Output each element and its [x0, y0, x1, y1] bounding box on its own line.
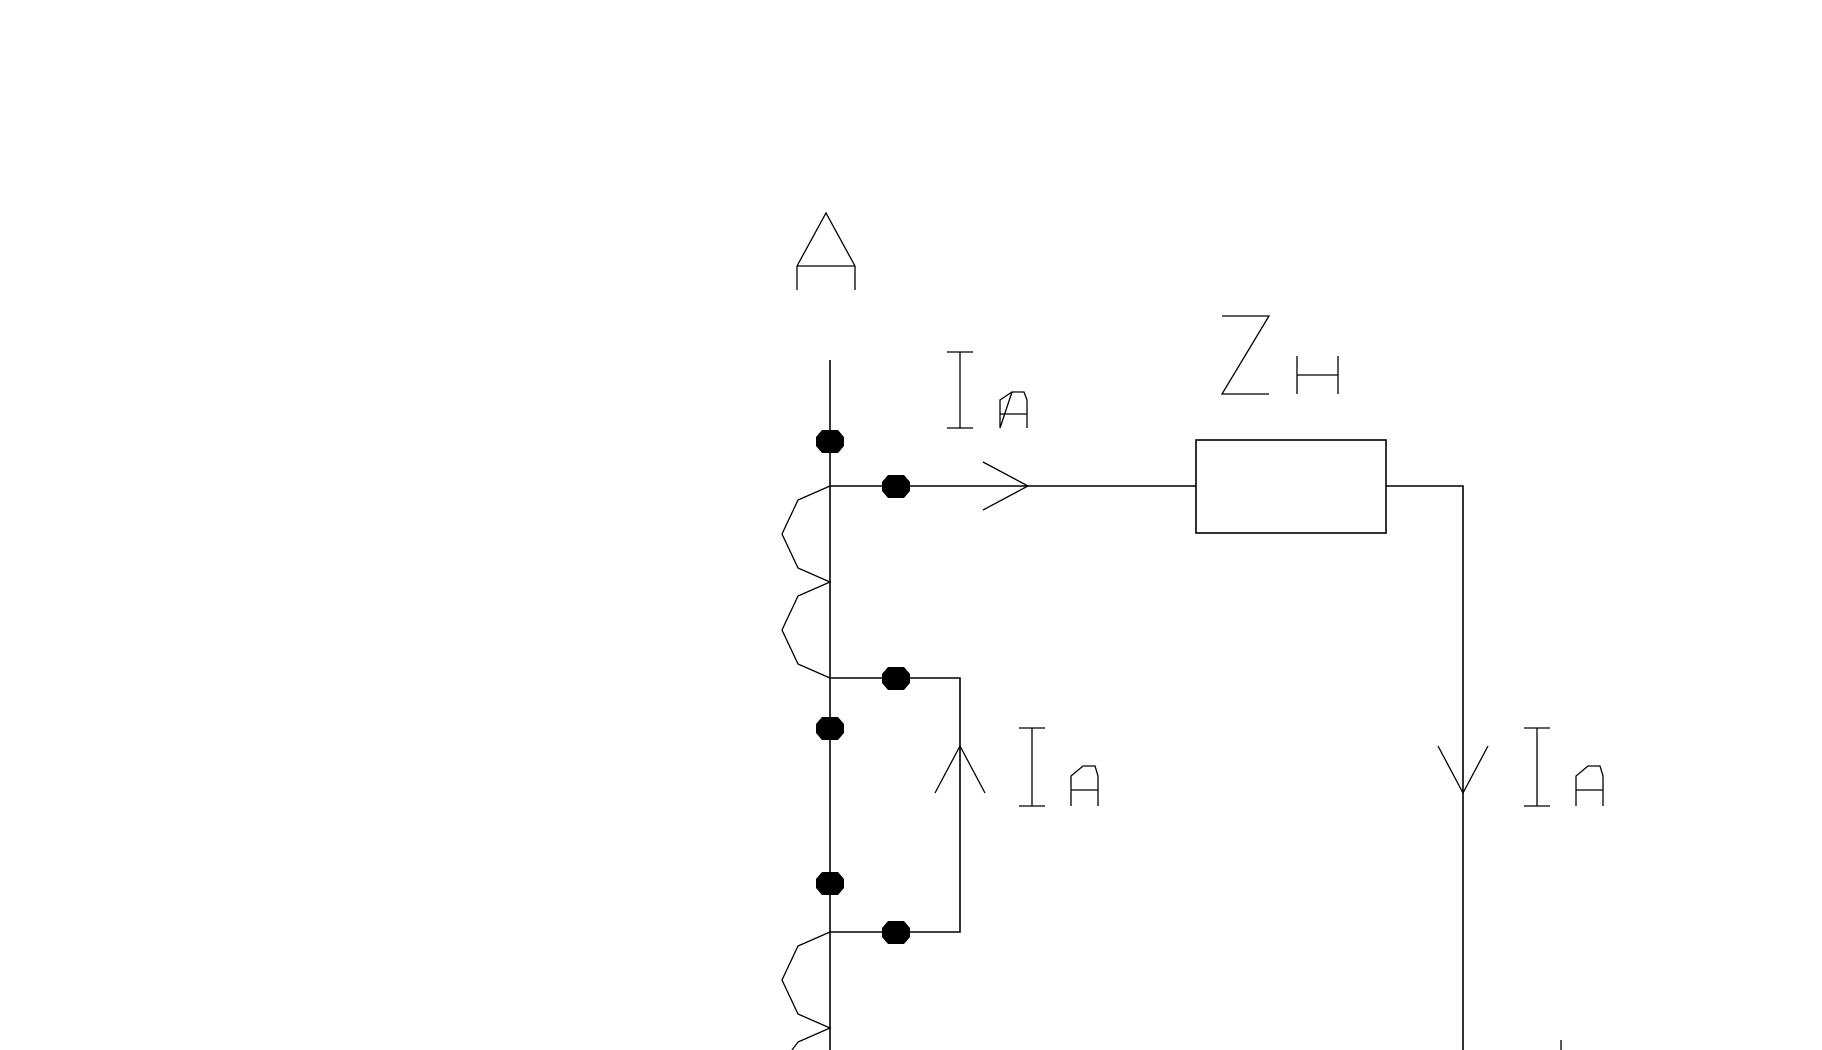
current-label-middle: I A: [1019, 727, 1099, 807]
node-middle-upper: [882, 667, 910, 690]
node-bus-2: [816, 717, 844, 740]
impedance-label: Z Н: [1220, 315, 1339, 395]
right-return-wire: [1386, 485, 1464, 1050]
node-bus-3: [816, 872, 844, 895]
phase-label-a: A: [796, 211, 856, 290]
svg-text:Z: Z: [1245, 359, 1246, 361]
impedance-load-box: [1195, 439, 1387, 534]
current-label-top: I A: [947, 351, 1028, 429]
node-top-branch: [882, 475, 910, 498]
winding-coil-lower: [781, 931, 832, 1050]
middle-loop-wire: [830, 677, 961, 933]
arrow-right-current: [1437, 745, 1489, 795]
node-bus-1: [816, 430, 844, 453]
current-label-right: I A: [1524, 727, 1604, 807]
node-middle-lower: [882, 921, 910, 944]
arrow-middle-current: [934, 744, 986, 794]
arrow-top-current: [982, 461, 1030, 511]
winding-coil-upper: [781, 485, 832, 679]
svg-text:A: A: [826, 278, 827, 281]
